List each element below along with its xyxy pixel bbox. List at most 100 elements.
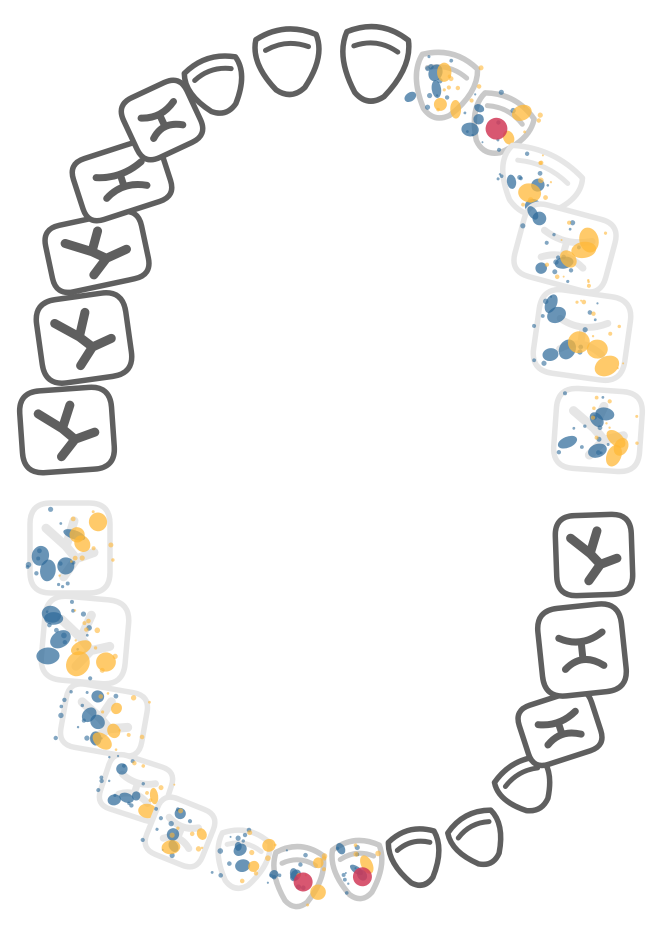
mark-speckle [82,621,87,626]
mark-speckle [61,632,67,639]
mark-speckle [455,85,461,91]
mark-speckle [335,846,340,851]
mark-speckle [552,232,556,237]
tooth-incisal-edge [502,765,541,790]
mark-speckle [45,610,49,613]
mark-speckle [227,861,232,866]
mark-speckle [158,785,164,791]
mark-speckle [81,718,86,723]
tooth-u-r8[interactable] [16,384,118,476]
mark-speckle [195,846,202,852]
tooth-u-r6[interactable] [42,208,152,296]
mark-speckle [62,697,67,703]
mark-blob [567,331,590,354]
tooth-u-l6[interactable] [550,385,646,475]
mark-speckle [375,850,381,857]
mark-speckle [94,627,101,634]
mark-speckle [543,298,549,305]
mark-speckle [70,516,76,522]
mark-speckle [145,791,149,795]
mark-speckle [594,395,599,400]
tooth-l-r2[interactable] [265,843,329,910]
mark-speckle [427,55,431,59]
mark-speckle [47,622,52,628]
mark-speckle [96,788,101,793]
mark-speckle [58,561,63,566]
mark-speckle [321,853,328,859]
tooth-incisal-edge [515,157,571,187]
mark-speckle [65,581,70,586]
mark-speckle [168,820,174,827]
mark-speckle [48,506,54,512]
mark-blob [560,250,577,268]
mark-speckle [566,279,570,284]
tooth-u-l7[interactable] [25,500,115,596]
mark-speckle [579,445,584,449]
mark-speckle [155,827,159,831]
tooth-l-l6[interactable] [552,511,636,599]
mark-speckle [79,555,85,561]
mark-speckle [277,873,282,878]
tooth-fissure [60,226,131,280]
mark-speckle [593,318,597,322]
mark-speckle [118,729,121,732]
tooth-l-r3[interactable] [209,822,281,895]
mark-speckle [596,450,601,455]
tooth-u-l1[interactable] [400,45,488,127]
tooth-u-l2[interactable] [452,77,546,167]
tooth-l-l3[interactable] [490,750,563,822]
mark-speckle [538,177,544,184]
mark-speckle [139,734,145,740]
tooth-l-r4[interactable] [138,792,220,871]
mark-speckle [235,835,241,841]
mark-speckle [562,275,565,278]
tooth-u-r3[interactable] [181,50,252,121]
mark-speckle [448,76,454,82]
mark-blob [606,429,626,448]
tooth-fissure [33,400,100,462]
mark-speckle [463,111,467,115]
mark-speckle [444,95,450,100]
mark-speckle [273,843,277,847]
tooth-l-l5[interactable] [534,601,630,699]
mark-blob [248,860,260,872]
tooth-l-r7[interactable] [33,593,132,687]
mark-speckle [597,425,603,431]
mark-speckle [544,262,550,267]
mark-blob [196,828,207,840]
mark-speckle [568,227,572,231]
tooth-l-l4[interactable] [514,687,605,769]
mark-speckle [554,274,560,280]
mark-speckle [546,184,550,187]
mark-speckle [178,808,184,814]
mark-speckle [341,872,346,877]
mark-speckle [114,748,118,751]
mark-speckle [603,231,608,235]
mark-speckle [572,426,576,430]
mark-speckle [587,310,593,315]
tooth-outline [340,23,412,104]
mark-speckle [446,85,451,90]
tooth-u-r4[interactable] [116,75,207,164]
mark-speckle [436,94,439,97]
mark-speckle [591,334,595,338]
tooth-u-r7[interactable] [33,290,135,386]
tooth-u-r1[interactable] [336,23,412,106]
tooth-l-r5[interactable] [91,750,179,826]
tooth-l-r6[interactable] [52,680,152,759]
mark-speckle [158,816,164,821]
mark-blob [40,559,56,582]
mark-blob [66,651,90,677]
mark-blob [535,262,547,274]
mark-speckle [607,399,612,404]
mark-speckle [581,299,587,305]
tooth-u-r2[interactable] [252,26,322,98]
mark-speckle [148,700,151,704]
tooth-l-l1[interactable] [385,824,447,891]
tooth-u-l4[interactable] [508,200,620,296]
mark-speckle [113,693,119,699]
tooth-l-r1[interactable] [329,837,386,902]
tooth-u-l5[interactable] [526,286,634,384]
mark-speckle [532,323,537,328]
tooth-l-l2[interactable] [444,804,514,875]
